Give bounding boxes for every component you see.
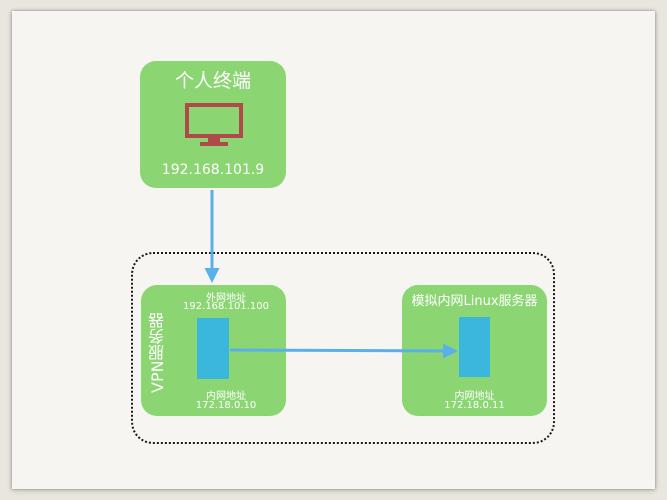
vpn-server-port-bar xyxy=(197,318,229,379)
vpn-internal-ip: 172.18.0.10 xyxy=(195,400,257,411)
personal-terminal-node: 个人终端 192.168.101.9 xyxy=(140,61,286,188)
vpn-to-inner-server-arrow xyxy=(229,343,458,359)
vpn-server-node: VPN服务器 外网地址 192.168.101.100 内网地址 172.18.… xyxy=(141,285,286,416)
inner-internal-label: 内网地址 xyxy=(454,391,495,402)
monitor-icon xyxy=(185,103,243,146)
inner-internal-ip: 172.18.0.11 xyxy=(444,400,505,411)
vpn-internal-label: 内网地址 xyxy=(206,391,246,402)
vpn-external-ip: 192.168.101.100 xyxy=(183,301,269,312)
inner-server-title: 模拟内网Linux服务器 xyxy=(411,294,538,309)
vpn-external-label: 外网地址 xyxy=(206,293,246,304)
inner-server-port-bar xyxy=(459,317,490,377)
terminal-ip: 192.168.101.9 xyxy=(161,162,265,178)
internal-network-group-border xyxy=(131,252,555,444)
canvas-background xyxy=(12,11,655,489)
terminal-title: 个人终端 xyxy=(174,70,251,92)
